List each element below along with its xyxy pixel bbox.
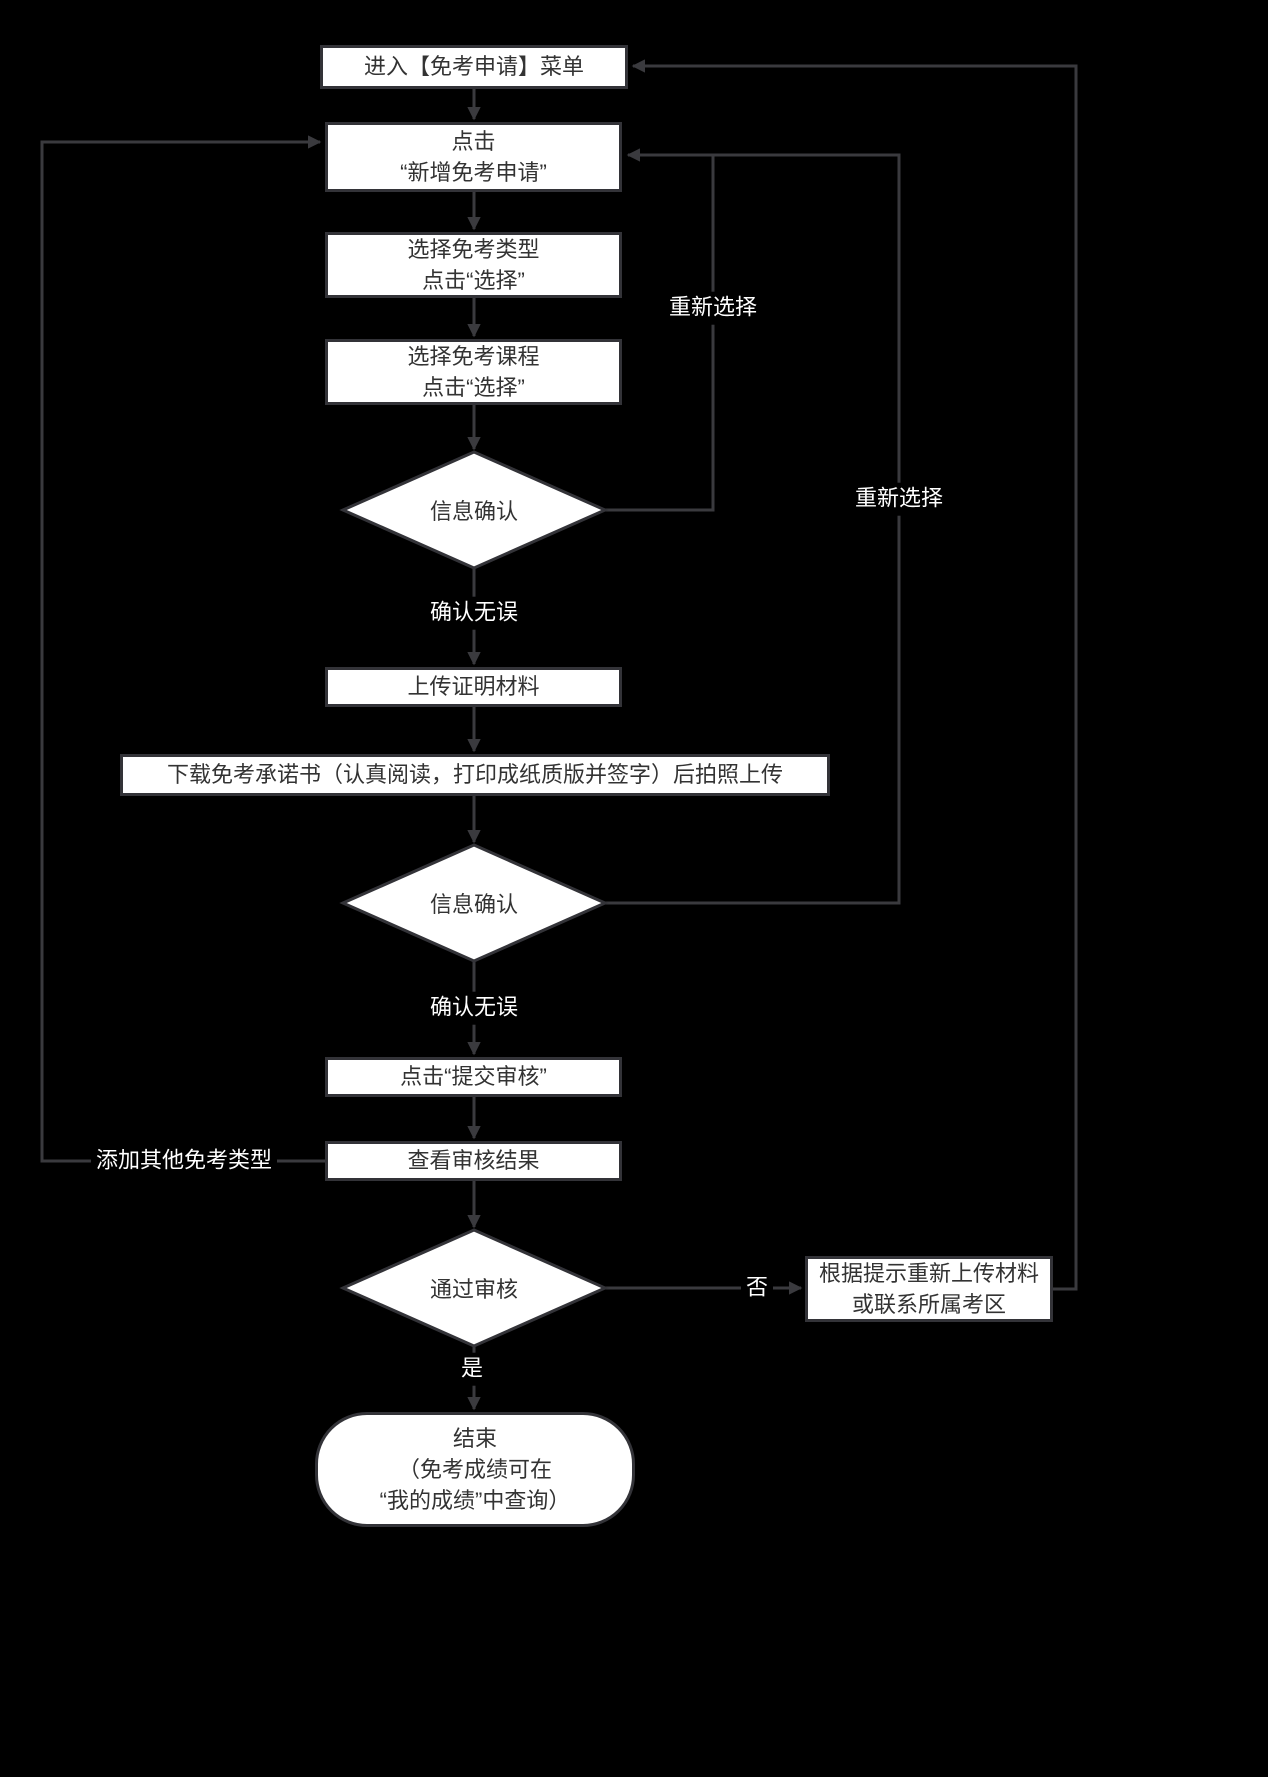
connector-reselect-2 (605, 153, 901, 905)
node-select-type: 选择免考类型 点击“选择” (325, 232, 622, 298)
node-start: 进入【免考申请】菜单 (320, 45, 628, 89)
decision-confirm-info-2-label: 信息确认 (429, 892, 519, 917)
edge-label-no: 否 (740, 1271, 774, 1305)
connector-reselect-1 (605, 148, 715, 512)
node-view-result: 查看审核结果 (325, 1141, 622, 1181)
node-select-course: 选择免考课程 点击“选择” (325, 339, 622, 405)
node-add-application: 点击 “新增免考申请” (325, 122, 622, 192)
node-submit-review: 点击“提交审核” (325, 1057, 622, 1097)
edge-label-add-other-type: 添加其他免考类型 (90, 1144, 278, 1178)
node-end: 结束 （免考成绩可在 “我的成绩”中查询） (315, 1412, 635, 1527)
decision-confirm-info-2 (339, 843, 609, 963)
connector-retry-to-start (631, 59, 1078, 1291)
edge-label-reselect-1: 重新选择 (663, 291, 763, 325)
decision-confirm-info-1 (339, 450, 609, 570)
edge-label-reselect-2: 重新选择 (849, 482, 949, 516)
edge-label-confirm-ok-2: 确认无误 (424, 991, 524, 1025)
decision-confirm-info-1-label: 信息确认 (429, 499, 519, 524)
decision-pass-review (339, 1228, 609, 1348)
edge-label-confirm-ok-1: 确认无误 (424, 596, 524, 630)
decision-pass-review-label: 通过审核 (429, 1277, 519, 1302)
edge-label-yes: 是 (455, 1352, 489, 1386)
node-upload-materials: 上传证明材料 (325, 667, 622, 707)
node-download-commitment: 下载免考承诺书（认真阅读，打印成纸质版并签字）后拍照上传 (120, 754, 830, 796)
connector-add-other-type (40, 135, 325, 1163)
node-retry-upload: 根据提示重新上传材料 或联系所属考区 (805, 1256, 1053, 1322)
